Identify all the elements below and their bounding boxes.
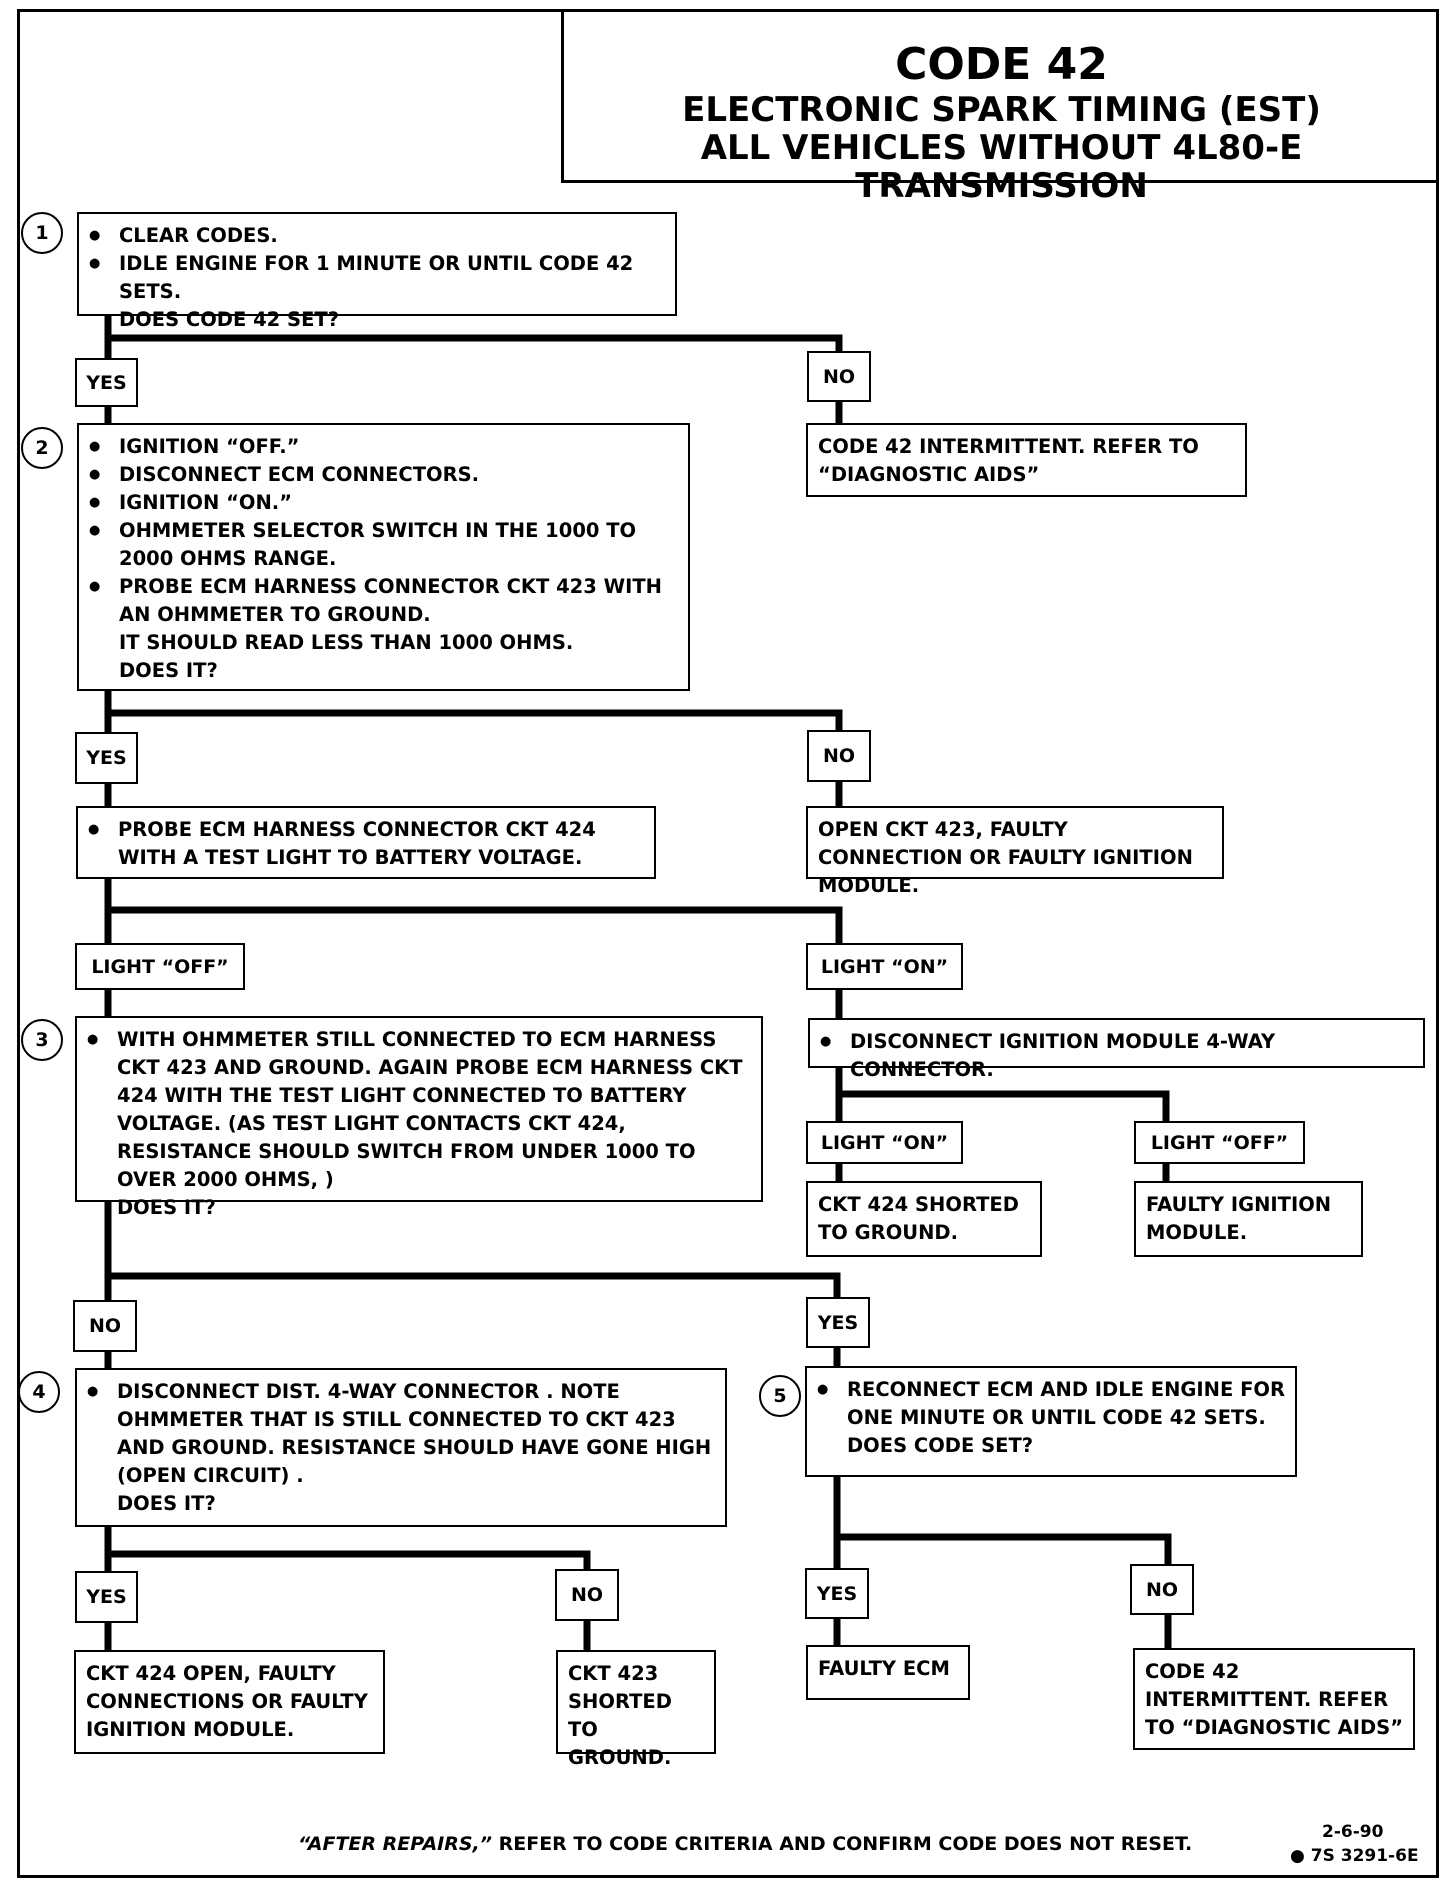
label-no: NO — [1130, 1564, 1194, 1615]
result-box-1: CODE 42 INTERMITTENT. REFER TO “DIAGNOST… — [806, 423, 1247, 497]
step-number-2: 2 — [21, 427, 63, 469]
label-light-off: LIGHT “OFF” — [75, 943, 245, 990]
test-light-step-item: PROBE ECM HARNESS CONNECTOR CKT 424 WITH… — [88, 816, 646, 872]
step-1-box: CLEAR CODES. IDLE ENGINE FOR 1 MINUTE OR… — [77, 212, 677, 331]
label-no: NO — [807, 351, 871, 402]
step-number-3: 3 — [21, 1019, 63, 1061]
step-2-item: PROBE ECM HARNESS CONNECTOR CKT 423 WITH… — [89, 573, 680, 629]
step-4-item: DISCONNECT DIST. 4-WAY CONNECTOR . NOTE … — [87, 1378, 717, 1490]
step-number-5: 5 — [759, 1375, 801, 1417]
step-1-question: DOES CODE 42 SET? — [119, 308, 340, 331]
step-3-question: DOES IT? — [117, 1196, 216, 1219]
step-2-question: DOES IT? — [119, 659, 218, 682]
label-yes: YES — [75, 358, 138, 407]
label-yes: YES — [806, 1297, 870, 1348]
step-2-item: DISCONNECT ECM CONNECTORS. — [89, 461, 680, 489]
label-light-on: LIGHT “ON” — [806, 1121, 963, 1164]
result-box-5a: FAULTY ECM — [806, 1645, 970, 1700]
step-1-item: IDLE ENGINE FOR 1 MINUTE OR UNTIL CODE 4… — [89, 250, 667, 306]
label-yes: YES — [805, 1568, 869, 1619]
page-border — [17, 9, 1439, 1878]
label-yes: YES — [75, 732, 138, 784]
result-box-5b: CODE 42 INTERMITTENT. REFER TO “DIAGNOST… — [1133, 1648, 1415, 1750]
step-4-question: DOES IT? — [117, 1492, 216, 1515]
test-light-step-box: PROBE ECM HARNESS CONNECTOR CKT 424 WITH… — [76, 806, 656, 879]
step-5-box: RECONNECT ECM AND IDLE ENGINE FOR ONE MI… — [805, 1366, 1297, 1477]
step-2-item: OHMMETER SELECTOR SWITCH IN THE 1000 TO … — [89, 517, 680, 573]
ignition-module-step-item: DISCONNECT IGNITION MODULE 4-WAY CONNECT… — [820, 1028, 1415, 1084]
ignition-module-step-box: DISCONNECT IGNITION MODULE 4-WAY CONNECT… — [808, 1018, 1425, 1081]
step-4-box: DISCONNECT DIST. 4-WAY CONNECTOR . NOTE … — [75, 1368, 727, 1527]
step-number-1: 1 — [21, 212, 63, 254]
step-5-question: DOES CODE SET? — [847, 1434, 1034, 1457]
step-2-item: IGNITION “ON.” — [89, 489, 680, 517]
step-2-box: IGNITION “OFF.” DISCONNECT ECM CONNECTOR… — [77, 423, 690, 691]
label-no: NO — [73, 1300, 137, 1352]
document-date: 2-6-90 — [1322, 1822, 1384, 1842]
step-1-item: CLEAR CODES. — [89, 222, 667, 250]
step-5-item: RECONNECT ECM AND IDLE ENGINE FOR ONE MI… — [817, 1376, 1287, 1432]
result-box-2: OPEN CKT 423, FAULTY CONNECTION OR FAULT… — [806, 806, 1224, 897]
step-2-item: IT SHOULD READ LESS THAN 1000 OHMS. — [119, 631, 574, 654]
label-no: NO — [555, 1569, 619, 1621]
title-line-1: ELECTRONIC SPARK TIMING (EST) — [682, 90, 1321, 130]
result-box-4b: CKT 423 SHORTED TO GROUND. — [556, 1650, 716, 1769]
label-yes: YES — [75, 1571, 138, 1623]
footnote-emphasis: “AFTER REPAIRS,” — [298, 1833, 492, 1855]
code-title: CODE 42 — [895, 39, 1108, 90]
result-box-4a: CKT 424 OPEN, FAULTY CONNECTIONS OR FAUL… — [74, 1650, 385, 1754]
footnote-text: REFER TO CODE CRITERIA AND CONFIRM CODE … — [492, 1833, 1193, 1855]
title-block: CODE 42 ELECTRONIC SPARK TIMING (EST) AL… — [561, 11, 1439, 205]
footnote: “AFTER REPAIRS,” REFER TO CODE CRITERIA … — [298, 1833, 1192, 1855]
label-no: NO — [807, 730, 871, 782]
step-3-box: WITH OHMMETER STILL CONNECTED TO ECM HAR… — [75, 1016, 763, 1219]
label-light-on: LIGHT “ON” — [806, 943, 963, 990]
label-light-off: LIGHT “OFF” — [1134, 1121, 1305, 1164]
step-2-item: IGNITION “OFF.” — [89, 433, 680, 461]
document-id: ● 7S 3291-6E — [1290, 1846, 1419, 1866]
result-box-3a: CKT 424 SHORTED TO GROUND. — [806, 1181, 1042, 1257]
step-3-item: WITH OHMMETER STILL CONNECTED TO ECM HAR… — [87, 1026, 753, 1194]
result-box-3b: FAULTY IGNITION MODULE. — [1134, 1181, 1363, 1257]
title-line-2: ALL VEHICLES WITHOUT 4L80-E TRANSMISSION — [700, 128, 1303, 206]
step-number-4: 4 — [18, 1371, 60, 1413]
